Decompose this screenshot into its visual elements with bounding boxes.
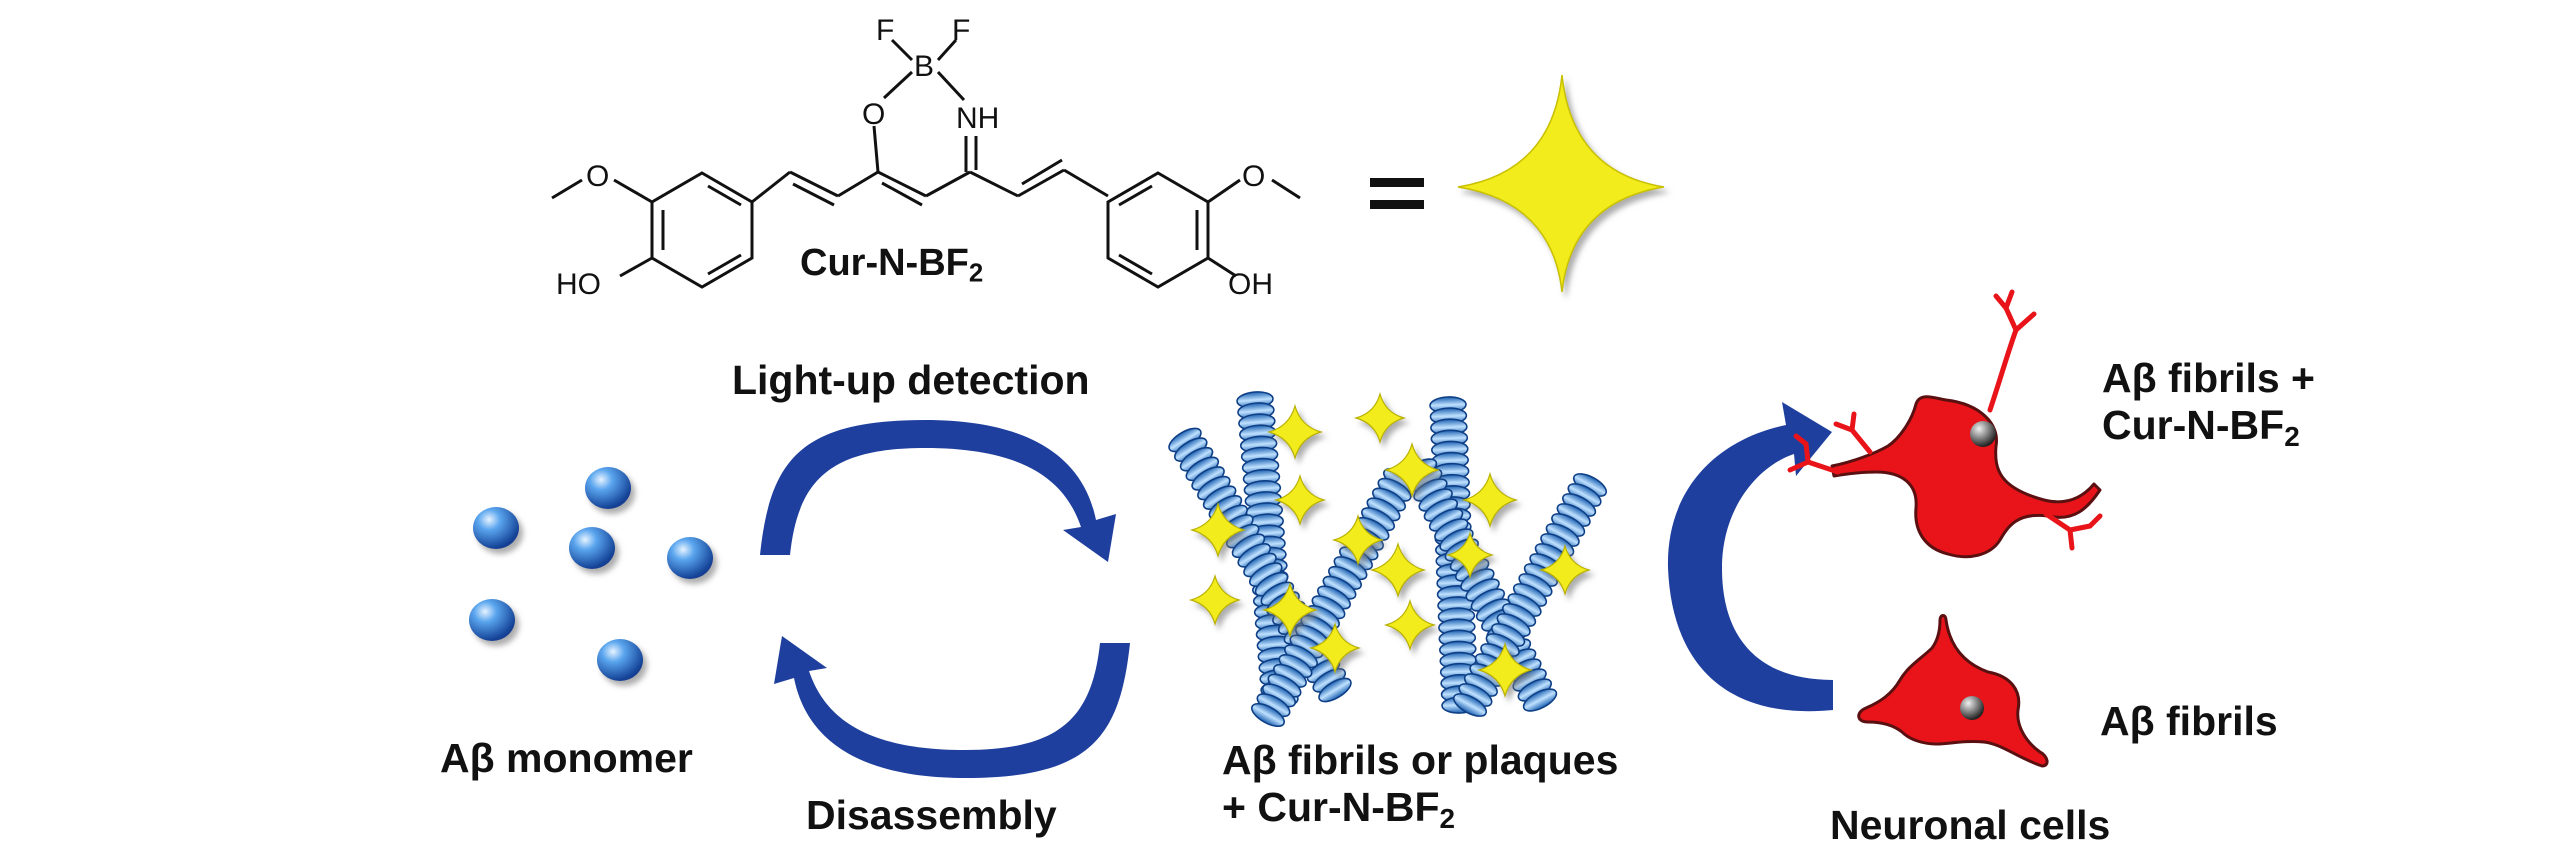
cell-top-label-line2: Cur-N-BF2 bbox=[2102, 402, 2300, 453]
neuron-bottom-nucleus bbox=[1960, 696, 1984, 720]
fibril-bundle bbox=[1168, 391, 1608, 728]
small-star-icon bbox=[1369, 541, 1427, 599]
right-benzene-ring bbox=[1106, 171, 1210, 289]
atom-nh: NH bbox=[956, 102, 999, 135]
atom-oh-right: OH bbox=[1228, 268, 1273, 301]
atom-o-ring: O bbox=[862, 98, 885, 131]
small-star-icon bbox=[1461, 471, 1519, 529]
cell-top-label: Aβ fibrils + Cur-N-BF2 bbox=[2102, 355, 2315, 453]
monomer-spheres bbox=[469, 467, 713, 681]
atom-o-methoxy-left: O bbox=[586, 160, 609, 193]
disassembly-arrow bbox=[774, 636, 1130, 778]
light-up-label: Light-up detection bbox=[732, 357, 1090, 403]
small-star-icon bbox=[1261, 581, 1319, 639]
small-star-icon bbox=[1331, 513, 1385, 567]
fibrils-label-line2: + Cur-N-BF2 bbox=[1222, 784, 1456, 835]
atom-f-right: F bbox=[952, 14, 970, 47]
atom-o-methoxy-right: O bbox=[1242, 160, 1265, 193]
monomer-label: Aβ monomer bbox=[440, 735, 693, 781]
cell-bottom-label: Aβ fibrils bbox=[2100, 698, 2278, 744]
atom-b: B bbox=[914, 50, 934, 83]
big-star-icon bbox=[1457, 74, 1665, 293]
monomer-sphere bbox=[585, 467, 631, 509]
small-star-icon bbox=[1273, 473, 1327, 527]
neuron-top bbox=[1787, 289, 2103, 559]
light-up-arrow bbox=[760, 420, 1116, 562]
monomer-sphere bbox=[667, 537, 713, 579]
atom-ho-left: HO bbox=[556, 268, 601, 301]
disassembly-label: Disassembly bbox=[806, 792, 1057, 838]
neuron-top-nucleus bbox=[1970, 421, 1996, 447]
monomer-sphere bbox=[469, 599, 515, 641]
small-star-icon bbox=[1476, 641, 1534, 699]
small-star-icon bbox=[1445, 530, 1495, 580]
atom-labels: F F B O NH O O HO OH bbox=[556, 14, 1273, 301]
small-star-icon bbox=[1353, 391, 1407, 445]
monomer-sphere bbox=[569, 527, 615, 569]
molecule-structure bbox=[551, 38, 1301, 289]
neuron-bottom bbox=[1857, 614, 2049, 768]
neuronal-cells-label: Neuronal cells bbox=[1830, 802, 2111, 848]
small-star-icon bbox=[1188, 573, 1242, 627]
fibrils-label-line1: Aβ fibrils or plaques bbox=[1222, 737, 1619, 783]
small-star-icon bbox=[1266, 403, 1324, 461]
monomer-sphere bbox=[597, 639, 643, 681]
neuron-curved-arrow bbox=[1667, 402, 1833, 712]
small-star-icon bbox=[1383, 598, 1437, 652]
small-star-icon bbox=[1383, 441, 1441, 499]
small-star-icon bbox=[1538, 543, 1592, 597]
molecule-name-label: Cur-N-BF2 bbox=[800, 242, 984, 288]
cycle-arrows bbox=[760, 420, 1130, 778]
cell-top-label-line1: Aβ fibrils + bbox=[2102, 355, 2315, 401]
atom-f-left: F bbox=[876, 14, 894, 47]
fibril-stars bbox=[1188, 391, 1592, 699]
fibrils-label: Aβ fibrils or plaques + Cur-N-BF2 bbox=[1222, 737, 1619, 835]
left-benzene-ring bbox=[650, 171, 754, 289]
equals-sign bbox=[1370, 178, 1424, 209]
monomer-sphere bbox=[473, 507, 519, 549]
small-star-icon bbox=[1189, 501, 1247, 559]
small-star-icon bbox=[1308, 621, 1362, 675]
